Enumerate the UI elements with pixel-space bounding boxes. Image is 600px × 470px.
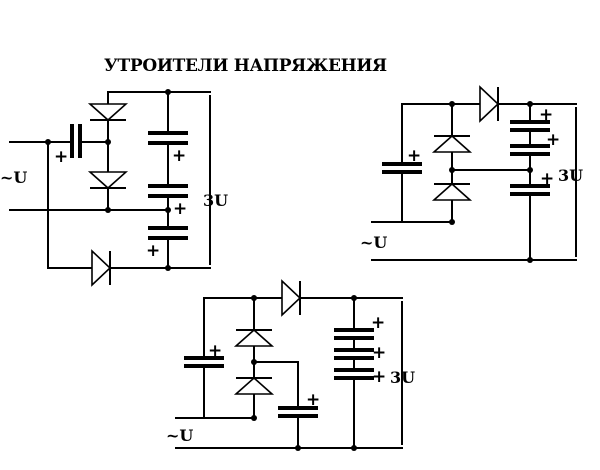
c2-diode-upper [431, 134, 473, 153]
c1-diode-1 [87, 103, 129, 122]
c2-diode-series [479, 85, 500, 123]
c3-plus-side-cap: + [306, 390, 320, 410]
c2-plus-input-cap: + [407, 146, 421, 166]
c1-plus-cap-3: + [146, 241, 160, 261]
diagram-title: УТРОИТЕЛИ НАПРЯЖЕНИЯ [104, 56, 387, 76]
c1-plus-cap-2: + [173, 199, 187, 219]
c3-diode-upper [233, 328, 275, 347]
c1-left-return-wire [47, 141, 93, 269]
c1-plus-input-cap: + [54, 147, 68, 167]
circuit-1: ~U 3U + + + + [0, 89, 228, 287]
c2-plus-cap-2: + [546, 130, 560, 150]
c2-plus-cap-3: + [540, 169, 554, 189]
c2-input-label: ~U [360, 233, 387, 252]
c3-plus-cap-3: + [372, 367, 386, 387]
c1-diode-3 [91, 249, 112, 287]
c2-output-label: 3U [558, 166, 583, 185]
c1-input-label: ~U [0, 168, 27, 187]
c2-diode-lower [431, 182, 473, 201]
c3-plus-cap-1: + [371, 313, 385, 333]
c3-plus-cap-2: + [372, 343, 386, 363]
c2-plus-cap-1: + [539, 105, 553, 125]
c3-diode-series [281, 279, 302, 317]
c1-plus-cap-1: + [172, 146, 186, 166]
c3-plus-input-cap: + [208, 341, 222, 361]
c3-diode-lower [233, 376, 275, 395]
c3-output-label: 3U [390, 368, 415, 387]
circuit-2: ~U 3U + + + + [360, 85, 583, 263]
c1-output-label: 3U [203, 191, 228, 210]
c3-input-label: ~U [166, 426, 193, 445]
c3-middle-wire [253, 361, 299, 409]
c1-diode-2 [87, 171, 129, 190]
circuit-3: ~U 3U + + + + + [166, 279, 415, 451]
